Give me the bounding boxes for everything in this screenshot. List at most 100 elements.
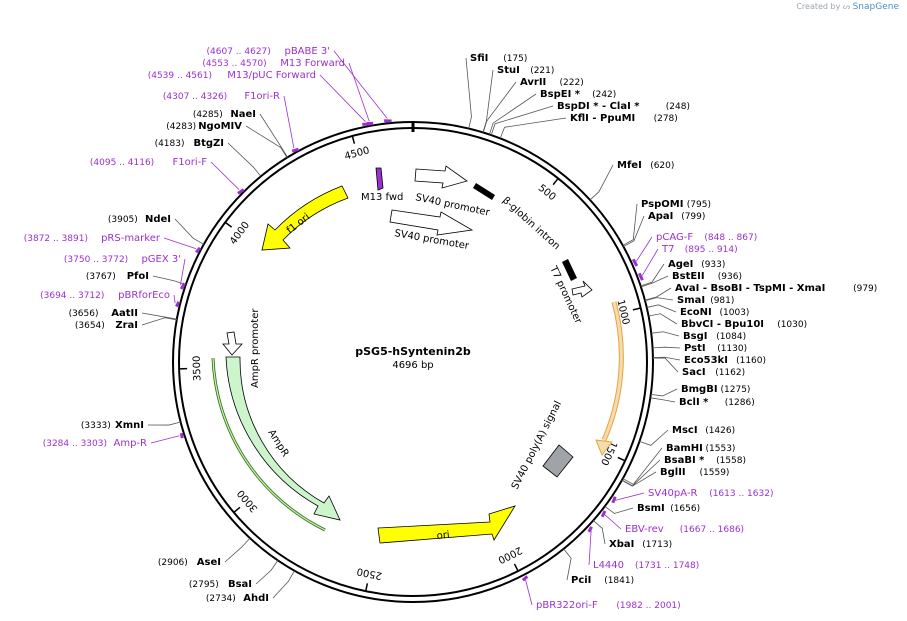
enzyme-site-left[interactable]: NgoMIV <box>198 121 242 132</box>
enzyme-site-right[interactable]: BbvCI - Bpu10I <box>681 319 764 330</box>
enzyme-site-left[interactable]: BsaI <box>228 579 252 590</box>
enzyme-position: (222) <box>560 78 584 88</box>
enzyme-position: (1003) <box>720 308 750 318</box>
beta-globin-intron-feature[interactable]: β-globin intron <box>473 183 577 281</box>
sv40-promoter-inner-arrow <box>389 209 474 236</box>
enzyme-site-right[interactable]: BspDI * - ClaI * <box>557 101 640 112</box>
cds-feature[interactable] <box>595 301 624 457</box>
primer-leader <box>319 74 366 122</box>
ampr-feature[interactable]: AmpR <box>211 356 341 532</box>
beta-globin-intron-bar-1 <box>473 183 495 200</box>
enzyme-site-left[interactable]: NdeI <box>145 214 171 225</box>
enzyme-leader <box>650 388 678 397</box>
primer-label[interactable]: pCAG-F <box>656 232 693 243</box>
tick-mark <box>233 506 241 514</box>
leader-lines <box>141 50 681 606</box>
enzyme-site-right[interactable]: PstI <box>684 343 706 354</box>
primer-label[interactable]: Amp-R <box>114 438 148 449</box>
enzyme-position: (3333) <box>81 421 111 431</box>
enzyme-leader <box>147 421 181 426</box>
enzyme-site-right[interactable]: BsgI <box>683 331 707 342</box>
enzyme-position: (242) <box>592 90 616 100</box>
m13-fwd-feature[interactable]: M13 fwd <box>361 167 403 203</box>
ori-feature[interactable]: ori <box>377 505 516 544</box>
enzyme-site-left[interactable]: AhdI <box>243 593 269 604</box>
cds-arc <box>602 301 623 441</box>
sv40-promoter-outer-arrow <box>414 165 468 189</box>
primer-label[interactable]: SV40pA-R <box>648 488 697 499</box>
primer-label[interactable]: F1ori-F <box>173 157 208 168</box>
enzyme-site-left[interactable]: NaeI <box>230 109 256 120</box>
enzyme-site-right[interactable]: BsmI <box>637 503 665 514</box>
enzyme-leader <box>259 113 288 158</box>
enzyme-site-right[interactable]: BmgBI <box>681 384 718 395</box>
primer-leader <box>348 62 370 122</box>
enzyme-leader <box>640 275 669 288</box>
enzyme-site-right[interactable]: PspOMI <box>641 199 683 210</box>
primer-label[interactable]: pBABE 3' <box>284 46 330 57</box>
primer-marks <box>175 119 644 582</box>
enzyme-site-right[interactable]: BspEI * <box>540 89 581 100</box>
enzyme-site-right[interactable]: PciI <box>571 575 591 586</box>
f1-ori-feature[interactable]: f1 ori <box>261 185 349 251</box>
enzyme-position: (933) <box>701 260 725 270</box>
enzyme-site-left[interactable]: XmnI <box>115 420 144 431</box>
enzyme-site-right[interactable]: MfeI <box>617 160 642 171</box>
enzyme-site-left[interactable]: AatII <box>111 308 138 319</box>
enzyme-leader <box>141 317 177 326</box>
primer-label[interactable]: pGEX 3' <box>141 254 181 265</box>
enzyme-site-right[interactable]: ApaI <box>648 211 673 222</box>
primer-position: (4095 .. 4116) <box>90 158 154 168</box>
sv40-polya-feature[interactable]: SV40 poly(A) signal <box>510 399 574 491</box>
sv40-promoter-inner-feature[interactable]: SV40 promoter <box>389 209 474 252</box>
primer-label[interactable]: EBV-rev <box>625 524 664 535</box>
primer-leader <box>180 258 186 286</box>
primer-mark <box>637 272 644 281</box>
primer-label[interactable]: pBRforEco <box>118 290 170 301</box>
sv40-promoter-outer-feature[interactable]: SV40 promoter <box>414 165 491 219</box>
ori-arrow <box>377 505 516 544</box>
enzyme-site-right[interactable]: KflI - PpuMI <box>570 113 635 124</box>
primer-label[interactable]: T7 <box>661 244 674 255</box>
enzyme-site-right[interactable]: SfiI <box>470 53 488 64</box>
enzyme-site-left[interactable]: BtgZI <box>193 138 224 149</box>
enzyme-site-right[interactable]: SmaI <box>677 295 705 306</box>
enzyme-leader <box>646 304 677 313</box>
enzyme-position: (4283) <box>166 122 196 132</box>
enzyme-leader <box>152 275 186 286</box>
enzyme-leader <box>482 81 517 133</box>
enzyme-site-right[interactable]: AvaI - BsoBI - TspMI - XmaI <box>675 283 825 294</box>
enzyme-site-right[interactable]: EcoNI <box>680 307 712 318</box>
enzyme-leader <box>589 164 614 201</box>
enzyme-position: (2906) <box>158 558 188 568</box>
primer-label[interactable]: pBR322ori-F <box>536 600 598 611</box>
enzyme-position: (1656) <box>670 504 700 514</box>
enzyme-site-right[interactable]: BsaBI * <box>664 455 705 466</box>
enzyme-leader <box>488 93 537 135</box>
primer-label[interactable]: F1ori-R <box>244 91 280 102</box>
enzyme-position: (1426) <box>705 426 735 436</box>
enzyme-site-right[interactable]: SacI <box>682 367 706 378</box>
enzyme-site-right[interactable]: MscI <box>672 425 698 436</box>
enzyme-position: (936) <box>718 272 742 282</box>
enzyme-site-right[interactable]: StuI <box>497 65 520 76</box>
primer-label[interactable]: pRS-marker <box>101 233 161 244</box>
enzyme-position: (1130) <box>717 344 747 354</box>
enzyme-site-left[interactable]: ZraI <box>115 320 138 331</box>
primer-label[interactable]: M13 Forward <box>280 58 345 69</box>
enzyme-site-right[interactable]: AgeI <box>668 259 693 270</box>
enzyme-site-left[interactable]: PfoI <box>127 271 149 282</box>
ampr-promoter-feature[interactable]: AmpR promoter <box>222 308 261 388</box>
primer-leader <box>210 161 240 190</box>
enzyme-site-right[interactable]: BstEII <box>672 271 705 282</box>
primer-label[interactable]: M13/pUC Forward <box>227 70 316 81</box>
primer-label[interactable]: L4440 <box>593 560 624 571</box>
tick-mark <box>513 563 519 572</box>
enzyme-site-left[interactable]: AseI <box>197 557 221 568</box>
enzyme-site-right[interactable]: BamHI <box>666 443 703 454</box>
enzyme-site-right[interactable]: BglII <box>660 467 686 478</box>
enzyme-site-right[interactable]: XbaI <box>609 539 634 550</box>
enzyme-site-right[interactable]: AvrII <box>520 77 546 88</box>
enzyme-site-right[interactable]: BclI * <box>679 397 709 408</box>
enzyme-site-right[interactable]: Eco53kI <box>684 355 728 366</box>
